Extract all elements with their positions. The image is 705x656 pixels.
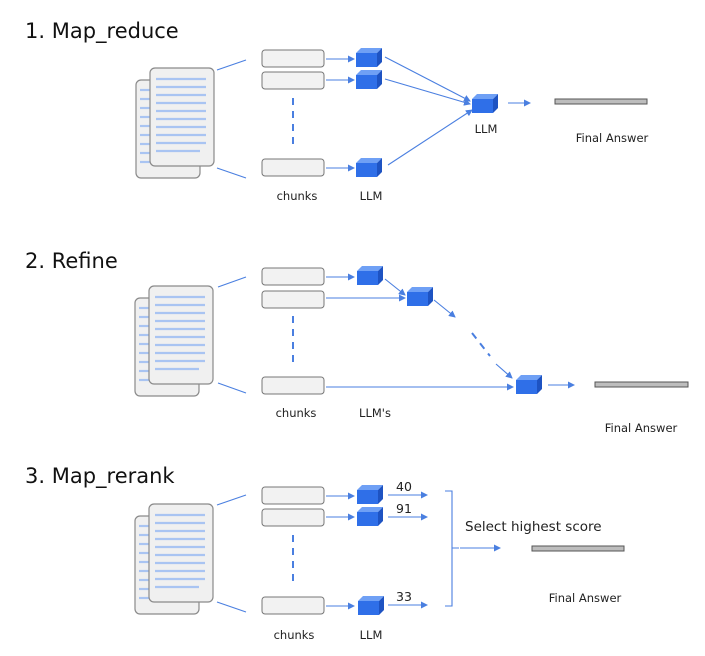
llm-to-reducer-arrow	[387, 109, 473, 166]
score-label: 33	[396, 589, 412, 604]
section-title-map-reduce: 1. Map_reduce	[25, 19, 179, 44]
final-answer-bar-icon	[594, 381, 689, 388]
llm-cube-icon	[357, 507, 383, 526]
chunk-box-icon	[261, 267, 325, 286]
llm-to-reducer-arrow	[384, 56, 471, 102]
document-stack-icon	[134, 66, 216, 180]
refine-chain-arrow	[495, 363, 513, 379]
section-title-map-rerank: 3. Map_rerank	[25, 464, 175, 489]
chunk-box-icon	[261, 508, 325, 527]
chunks-label: chunks	[276, 406, 317, 420]
final-answer-label: Final Answer	[549, 591, 622, 605]
chunk-box-icon	[261, 596, 325, 615]
refine-chain-arrow	[384, 278, 406, 296]
chunk-box-icon	[261, 158, 325, 177]
section-title-refine: 2. Refine	[25, 249, 118, 273]
llm-cube-icon	[357, 266, 383, 285]
llm-label: LLM	[360, 189, 383, 203]
section-refine: 2. Refine Final Answer chunks LLM's	[25, 249, 689, 435]
llm-to-reducer-arrow	[384, 78, 471, 106]
llm-cube-icon	[356, 158, 382, 177]
doc-to-chunk-connector	[217, 382, 247, 394]
final-answer-label: Final Answer	[576, 131, 649, 145]
doc-to-chunk-connector	[216, 59, 247, 71]
chunks-label: chunks	[277, 189, 318, 203]
chunk-box-icon	[261, 71, 325, 90]
chunk-box-icon	[261, 376, 325, 395]
document-stack-icon	[133, 502, 215, 616]
doc-to-chunk-connector	[216, 167, 247, 179]
doc-to-chunk-connector	[216, 494, 247, 506]
chunk-box-icon	[261, 290, 325, 309]
score-label: 40	[396, 479, 412, 494]
llm-cube-icon	[358, 596, 384, 615]
document-stack-icon	[133, 284, 215, 398]
section-map-reduce: 1. Map_reduce LLM Final Answer chunks LL…	[25, 19, 649, 203]
llm-label: LLM's	[359, 406, 391, 420]
refine-ellipsis-dash	[471, 332, 491, 357]
doc-to-chunk-connector	[216, 601, 247, 613]
chunks-label: chunks	[274, 628, 315, 642]
llm-cube-icon	[472, 94, 498, 113]
llm-cube-icon	[356, 48, 382, 67]
llm-label: LLM	[360, 628, 383, 642]
llm-cube-icon	[516, 375, 542, 394]
score-label: 91	[396, 501, 412, 516]
select-highest-score-label: Select highest score	[465, 519, 602, 535]
final-answer-bar-icon	[554, 98, 648, 105]
section-map-rerank: 3. Map_rerank 40 91 33 Select highest sc…	[25, 464, 625, 642]
llm-cube-icon	[407, 287, 433, 306]
llm-cube-icon	[356, 70, 382, 89]
final-answer-label: Final Answer	[605, 421, 678, 435]
final-answer-bar-icon	[531, 545, 625, 552]
chunk-box-icon	[261, 49, 325, 68]
doc-to-chunk-connector	[217, 276, 247, 288]
llm-cube-icon	[357, 485, 383, 504]
chunk-box-icon	[261, 486, 325, 505]
reducer-llm-label: LLM	[475, 122, 498, 136]
refine-chain-arrow	[433, 299, 456, 318]
selection-bracket	[445, 490, 459, 607]
